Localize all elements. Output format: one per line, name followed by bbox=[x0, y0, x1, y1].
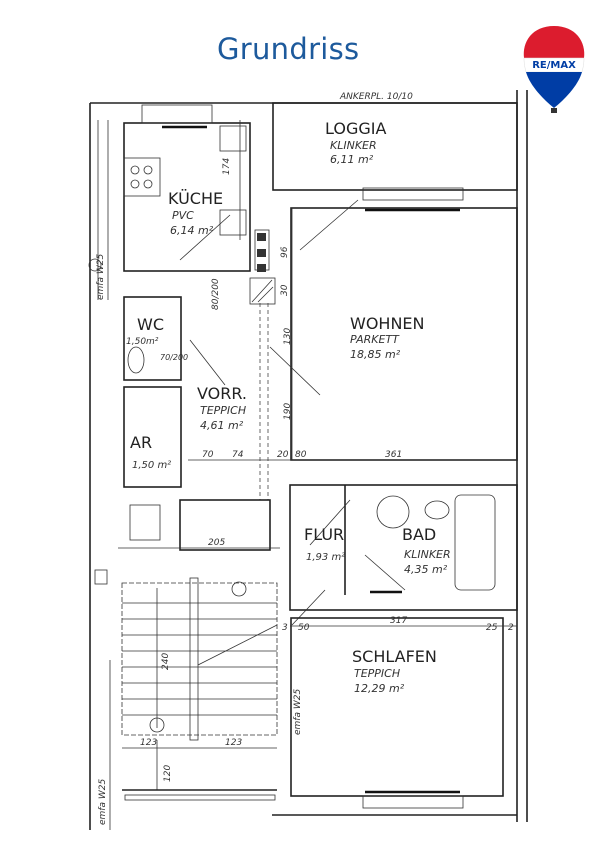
dimension-label: 123 bbox=[140, 738, 157, 748]
dimension-label: 25 bbox=[486, 623, 498, 633]
room-kueche: KÜCHE PVC 6,14 m² bbox=[168, 189, 223, 237]
dimension-label: 123 bbox=[225, 738, 242, 748]
room-name: LOGGIA bbox=[325, 119, 386, 138]
dimension-label: 361 bbox=[385, 450, 402, 460]
room-name: AR bbox=[130, 433, 152, 452]
dimension-label: 174 bbox=[222, 158, 232, 175]
room-floor: TEPPICH bbox=[200, 404, 246, 417]
dimension-label: 20 bbox=[277, 450, 289, 460]
room-name: WC bbox=[137, 315, 164, 334]
dimension-label: 80 bbox=[295, 450, 307, 460]
anchor-note: ANKERPL. 10/10 bbox=[339, 92, 413, 102]
staircase bbox=[121, 577, 278, 801]
wall-note: emfa W25 bbox=[293, 689, 303, 735]
room-floor: PARKETT bbox=[350, 333, 400, 346]
dimension-label: 130 bbox=[283, 328, 293, 345]
dimension-label: 240 bbox=[161, 653, 171, 670]
remax-balloon-logo: RE/MAX bbox=[523, 26, 585, 113]
wall-note: emfa W25 bbox=[96, 254, 106, 300]
room-wc: WC 1,50m² bbox=[126, 315, 164, 347]
dimension-label: 70 bbox=[202, 450, 214, 460]
room-schlafen: SCHLAFEN TEPPICH 12,29 m² bbox=[352, 647, 437, 695]
room-bad: BAD KLINKER 4,35 m² bbox=[402, 525, 451, 576]
room-name: FLUR bbox=[304, 525, 344, 544]
dimension-label: 317 bbox=[390, 616, 407, 626]
room-name: SCHLAFEN bbox=[352, 647, 437, 666]
walls bbox=[88, 90, 528, 830]
dimension-label: 74 bbox=[232, 450, 244, 460]
room-area: 1,50 m² bbox=[132, 460, 171, 471]
dimension-label: 205 bbox=[208, 538, 225, 548]
room-flur: FLUR 1,93 m² bbox=[304, 525, 345, 563]
room-floor: KLINKER bbox=[330, 139, 377, 152]
dimension-label: 2 bbox=[508, 623, 514, 633]
dimension-label: 120 bbox=[163, 765, 173, 782]
page-title: Grundriss bbox=[217, 32, 360, 66]
room-name: BAD bbox=[402, 525, 436, 544]
room-vorraum: VORR. TEPPICH 4,61 m² bbox=[197, 384, 247, 432]
dimension-label: 96 bbox=[280, 246, 290, 258]
room-area: 6,11 m² bbox=[330, 153, 374, 166]
dimension-label: 80/200 bbox=[211, 278, 221, 310]
room-name: WOHNEN bbox=[350, 314, 425, 333]
wall-note: emfa W25 bbox=[98, 779, 108, 825]
room-area: 1,93 m² bbox=[306, 552, 345, 563]
room-area: 18,85 m² bbox=[350, 348, 401, 361]
room-area: 6,14 m² bbox=[170, 224, 214, 237]
room-area: 12,29 m² bbox=[354, 682, 405, 695]
room-area: 4,61 m² bbox=[200, 419, 244, 432]
room-name: KÜCHE bbox=[168, 189, 223, 208]
dimension-labels: 361 317 205 123 123 174 96 30 130 190 80… bbox=[140, 158, 514, 782]
room-loggia: LOGGIA KLINKER 6,11 m² bbox=[325, 119, 386, 166]
room-floor: TEPPICH bbox=[354, 667, 400, 680]
room-wohnen: WOHNEN PARKETT 18,85 m² bbox=[350, 314, 425, 361]
dimension-label: 30 bbox=[280, 284, 290, 296]
dimension-label: 50 bbox=[298, 623, 310, 633]
room-area: 4,35 m² bbox=[404, 563, 448, 576]
logo-text: RE/MAX bbox=[532, 60, 576, 71]
dimension-label: 3 bbox=[282, 623, 288, 633]
dimension-label: 190 bbox=[283, 403, 293, 420]
dimension-label: 70/200 bbox=[160, 353, 188, 362]
room-name: VORR. bbox=[197, 384, 247, 403]
room-ar: AR 1,50 m² bbox=[130, 433, 171, 471]
room-floor: KLINKER bbox=[404, 548, 451, 561]
room-area: 1,50m² bbox=[126, 337, 159, 347]
room-floor: PVC bbox=[172, 209, 194, 222]
